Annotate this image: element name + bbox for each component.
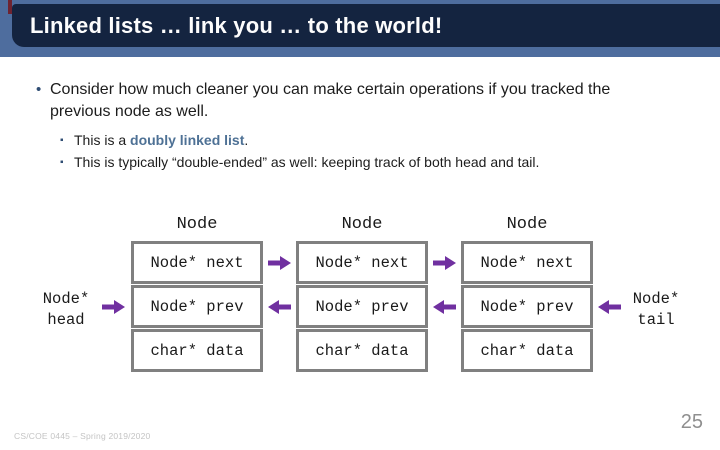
tail-label-line1: Node* (632, 290, 680, 308)
node-box: Node* next Node* prev char* data (461, 241, 593, 373)
node-cell-data: char* data (131, 329, 263, 372)
node-cell-next: Node* next (296, 241, 428, 284)
sub-bullet-text: This is typically “double-ended” as well… (74, 154, 540, 170)
slide-title: Linked lists … link you … to the world! (30, 12, 443, 38)
sub-bullet-marker: ▪ (60, 157, 64, 168)
sub-bullet-prefix: This is a (74, 132, 131, 148)
sub-bullet-suffix: . (244, 132, 249, 148)
bullet-item: • Consider how much cleaner you can make… (36, 79, 642, 123)
node-caption: Node (176, 215, 218, 234)
page-number: 25 (680, 411, 703, 433)
node-box: Node* next Node* prev char* data (131, 241, 263, 373)
highlighted-term: doubly linked list (130, 132, 245, 148)
head-label-line2: head (47, 311, 85, 329)
next-arrow-icon (433, 256, 456, 270)
tail-label-line2: tail (637, 311, 675, 329)
sub-bullet-item: ▪ This is typically “double-ended” as we… (60, 153, 539, 172)
node-cell-prev: Node* prev (131, 285, 263, 328)
node-caption: Node (506, 215, 548, 234)
node-cell-prev: Node* prev (296, 285, 428, 328)
head-pointer-label: Node* head (34, 289, 98, 331)
next-arrow-icon (268, 256, 291, 270)
node-cell-data: char* data (296, 329, 428, 372)
node-box: Node* next Node* prev char* data (296, 241, 428, 373)
tail-arrow-icon (598, 300, 621, 314)
head-arrow-icon (102, 300, 125, 314)
tail-pointer-label: Node* tail (624, 289, 688, 331)
sub-bullet-marker: ▪ (60, 135, 64, 146)
accent-mark (8, 0, 12, 14)
node-cell-next: Node* next (461, 241, 593, 284)
node-cell-data: char* data (461, 329, 593, 372)
node-cell-prev: Node* prev (461, 285, 593, 328)
sub-bullet-item: ▪ This is a doubly linked list. (60, 131, 248, 150)
node-cell-next: Node* next (131, 241, 263, 284)
bullet-text: Consider how much cleaner you can make c… (50, 81, 611, 120)
prev-arrow-icon (268, 300, 291, 314)
footer-course-label: CS/COE 0445 – Spring 2019/2020 (14, 431, 151, 441)
head-label-line1: Node* (42, 290, 90, 308)
sub-bullet-text: This is a doubly linked list. (74, 131, 248, 150)
node-caption: Node (341, 215, 383, 234)
prev-arrow-icon (433, 300, 456, 314)
bullet-marker: • (36, 81, 42, 98)
title-bar: Linked lists … link you … to the world! (12, 4, 720, 47)
